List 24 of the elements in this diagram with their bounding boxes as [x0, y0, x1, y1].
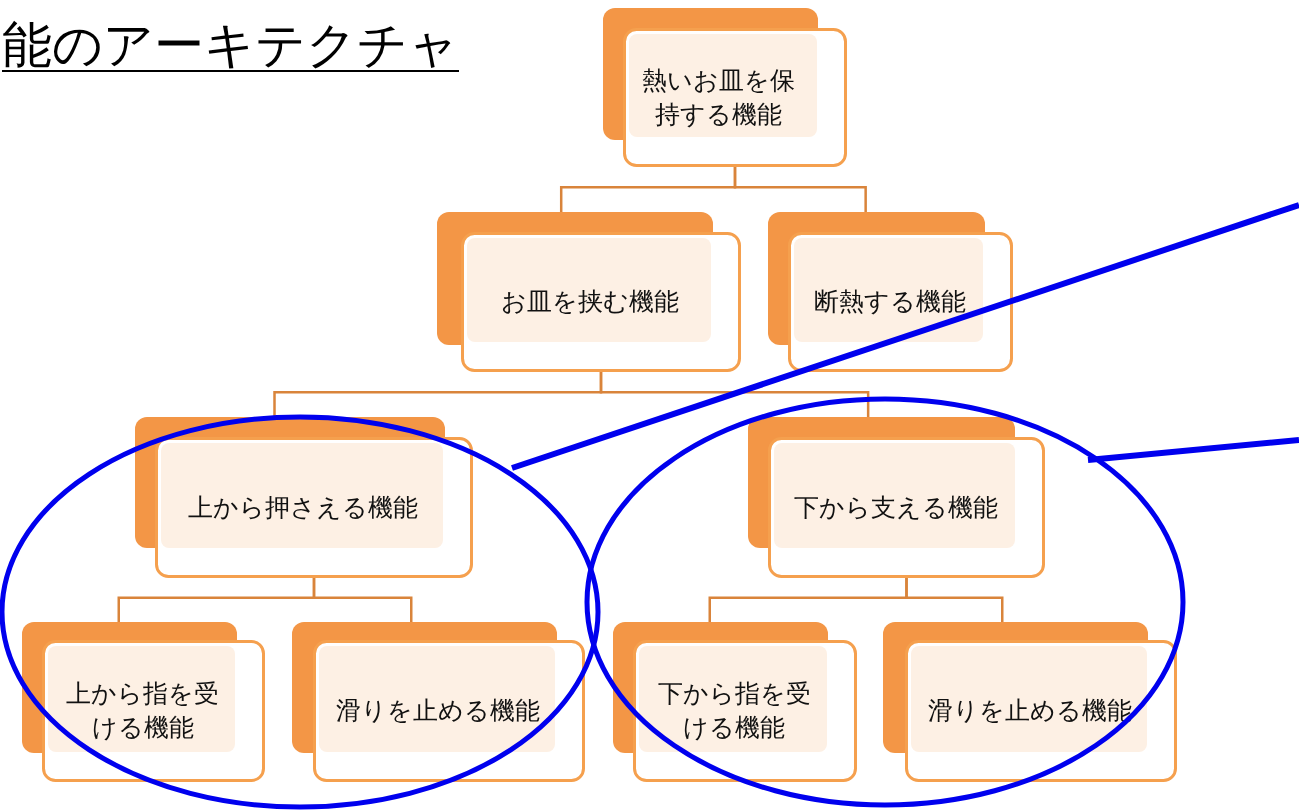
function-box: [603, 8, 847, 167]
highlight-ellipse: [0, 414, 601, 810]
connector-line: [733, 167, 867, 212]
connector-line: [905, 578, 1004, 622]
function-box: [22, 622, 265, 782]
function-label: 熱いお皿を保持する機能: [640, 64, 796, 131]
connector-line: [599, 372, 870, 417]
function-label: 下から指を受ける機能: [656, 678, 812, 744]
function-box: [135, 417, 473, 578]
function-box: [883, 622, 1177, 782]
function-label: 下から支える機能: [793, 491, 998, 524]
function-box: [748, 417, 1045, 578]
highlight-ellipse: [584, 396, 1186, 808]
function-label: 断熱する機能: [813, 286, 966, 318]
function-label: 上から指を受ける機能: [65, 678, 220, 744]
function-box: [768, 212, 1013, 372]
function-box: [437, 212, 741, 372]
title: 能のアーキテクチャ: [2, 15, 459, 76]
function-box: [292, 622, 585, 782]
connector-line: [312, 578, 413, 622]
function-box: [613, 622, 857, 782]
function-label: お皿を挟む機能: [501, 286, 679, 318]
function-label: 上から押さえる機能: [188, 491, 418, 524]
function-label: 滑りを止める機能: [336, 695, 540, 727]
